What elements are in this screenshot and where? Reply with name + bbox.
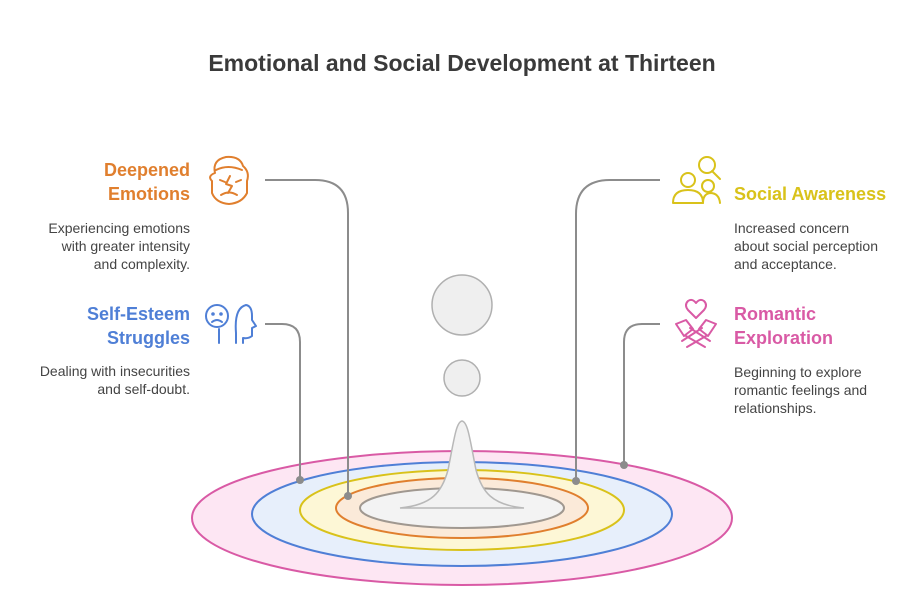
desc-line: and acceptance. — [734, 256, 837, 272]
desc-line: and self-doubt. — [97, 381, 190, 397]
heading-line: Self-Esteem — [86, 304, 190, 324]
heart-hands-icon — [675, 298, 717, 348]
desc-line: about social perception — [734, 238, 878, 254]
desc-line: with greater intensity — [61, 238, 190, 254]
heading-deepened-emotions: Deepened Emotions — [104, 158, 190, 206]
desc-line: Experiencing emotions — [48, 220, 190, 236]
heading-line: Emotions — [107, 184, 190, 204]
frustrated-face-icon — [209, 155, 249, 205]
heading-social-awareness: Social Awareness — [734, 182, 886, 206]
worried-head-icon — [205, 304, 257, 344]
connector-dot-social-awareness — [572, 477, 580, 485]
desc-line: relationships. — [734, 400, 817, 416]
droplet-large — [431, 274, 493, 336]
heading-line: Deepened — [103, 160, 190, 180]
desc-line: Dealing with insecurities — [39, 363, 190, 379]
desc-line: romantic feelings and — [734, 382, 868, 398]
heading-romantic-exploration: Romantic Exploration — [734, 302, 833, 350]
desc-line: Increased concern — [734, 220, 850, 236]
connector-dot-romantic — [620, 461, 628, 469]
connector-dot-self-esteem — [296, 476, 304, 484]
splash-peak — [399, 420, 525, 509]
heading-line: Romantic — [734, 304, 817, 324]
droplet-small — [443, 359, 481, 397]
desc-deepened-emotions: Experiencing emotions with greater inten… — [48, 219, 190, 273]
connector-social-awareness — [575, 179, 660, 481]
desc-romantic-exploration: Beginning to explore romantic feelings a… — [734, 363, 867, 417]
people-search-icon — [672, 156, 721, 204]
heading-line: Exploration — [734, 328, 834, 348]
desc-line: and complexity. — [93, 256, 190, 272]
connector-romantic — [623, 323, 660, 465]
heading-line: Struggles — [106, 328, 190, 348]
desc-self-esteem: Dealing with insecurities and self-doubt… — [40, 362, 190, 398]
connector-self-esteem — [265, 323, 301, 480]
connector-deepened-emotions — [265, 179, 349, 496]
page-title: Emotional and Social Development at Thir… — [208, 50, 716, 76]
heading-self-esteem: Self-Esteem Struggles — [87, 302, 190, 350]
desc-line: Beginning to explore — [734, 364, 862, 380]
desc-social-awareness: Increased concern about social perceptio… — [734, 219, 878, 273]
connector-dot-deepened-emotions — [344, 492, 352, 500]
heading-line: Social Awareness — [734, 184, 887, 204]
